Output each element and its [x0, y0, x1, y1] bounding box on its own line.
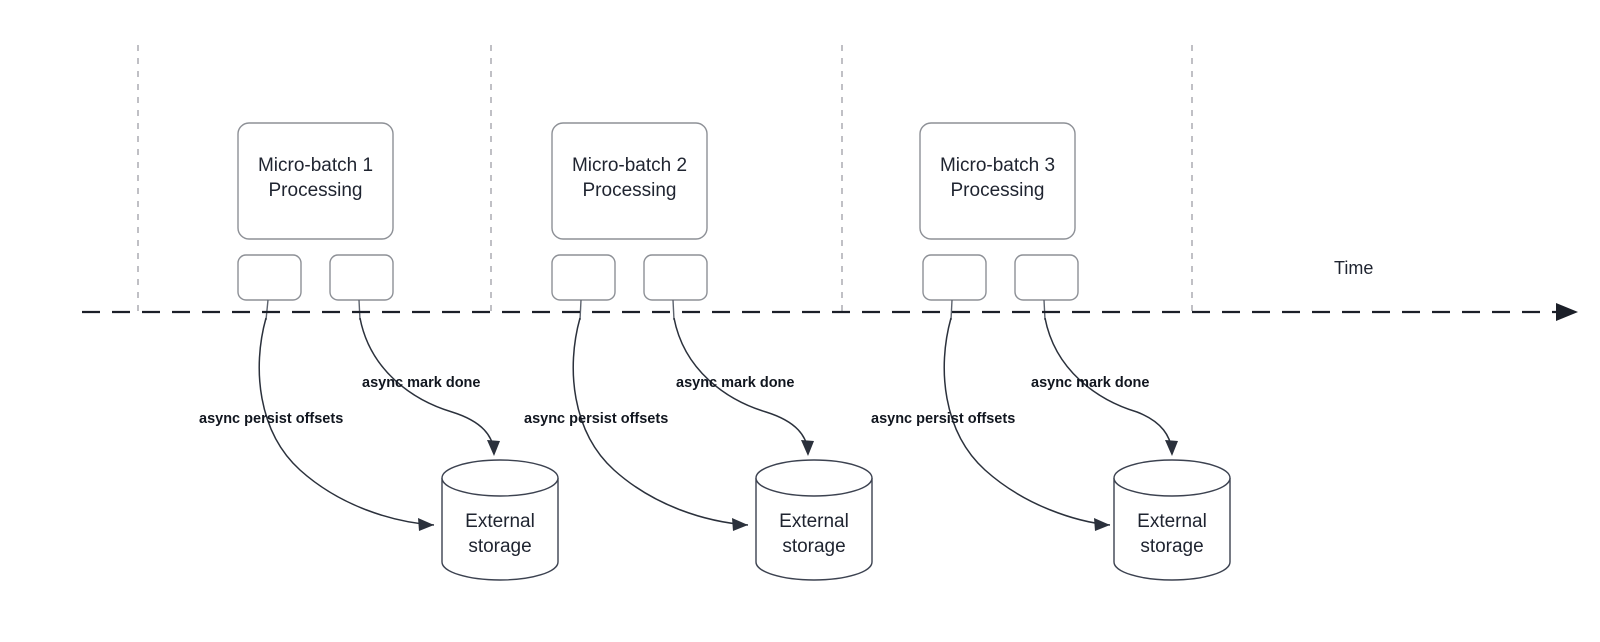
micro-batch-2-markdone-task-box[interactable]	[643, 254, 708, 301]
micro-batch-2-persist-arrow	[572, 317, 749, 526]
micro-batch-1-markdone-arrowhead	[487, 440, 500, 456]
micro-batch-2-markdone-arrowhead	[801, 440, 814, 456]
micro-batch-3-process-label-line1: Micro-batch 3	[940, 155, 1055, 176]
timeline-axis: Time	[82, 258, 1578, 321]
micro-batch-1-markdone-label: async mark done	[362, 375, 480, 391]
external-storage-2-label-line1: External	[779, 511, 849, 532]
micro-batch-2-process-label-line1: Micro-batch 2	[572, 155, 687, 176]
micro-batch-2-persist-arrowhead	[732, 518, 748, 531]
micro-batch-2-markdone-arrow	[673, 317, 809, 451]
external-storage-2-top[interactable]	[755, 459, 873, 497]
timeline-arrowhead	[1556, 303, 1578, 321]
micro-batch-1-markdone-arrow	[359, 317, 495, 451]
micro-batch-3-process-box[interactable]	[919, 122, 1076, 240]
micro-batch-1-markdone-stem	[358, 299, 361, 321]
micro-batch-1-persist-label: async persist offsets	[199, 411, 343, 427]
micro-batch-1-persist-stem	[265, 299, 269, 321]
micro-batch-2-persist-label: async persist offsets	[524, 411, 668, 427]
boundary-lines-group	[137, 45, 1193, 314]
micro-batch-2-persist-task-box[interactable]	[551, 254, 616, 301]
external-storage-1-body[interactable]	[441, 478, 559, 581]
micro-batch-3-persist-stem	[950, 299, 953, 321]
micro-batch-1-persist-task-box[interactable]	[237, 254, 302, 301]
micro-batch-1-process-box[interactable]	[237, 122, 394, 240]
micro-batch-3-persist-task-box[interactable]	[922, 254, 987, 301]
group-3: Micro-batch 3 Processing async persist o…	[871, 122, 1231, 581]
time-axis-label: Time	[1334, 258, 1373, 278]
micro-batch-3-markdone-arrow	[1044, 317, 1173, 451]
external-storage-3-body[interactable]	[1113, 478, 1231, 581]
micro-batch-3-persist-label: async persist offsets	[871, 411, 1015, 427]
micro-batch-3-process-label-line2: Processing	[951, 180, 1045, 201]
group-2: Micro-batch 2 Processing async persist o…	[524, 122, 873, 581]
external-storage-2-body[interactable]	[755, 478, 873, 581]
external-storage-2-label-line2: storage	[782, 536, 845, 557]
micro-batch-2-markdone-label: async mark done	[676, 375, 794, 391]
micro-batch-1-markdone-task-box[interactable]	[329, 254, 394, 301]
micro-batch-1-persist-arrowhead	[418, 518, 434, 531]
micro-batch-3-markdone-task-box[interactable]	[1014, 254, 1079, 301]
external-storage-3-top[interactable]	[1113, 459, 1231, 497]
micro-batch-3-persist-arrow	[943, 317, 1111, 526]
micro-batch-2-process-box[interactable]	[551, 122, 708, 240]
micro-batch-3-markdone-arrowhead	[1165, 440, 1178, 456]
micro-batch-1-process-label-line1: Micro-batch 1	[258, 155, 373, 176]
external-storage-1-top[interactable]	[441, 459, 559, 497]
micro-batch-1-persist-arrow	[258, 317, 435, 526]
micro-batch-3-markdone-stem	[1043, 299, 1046, 321]
group-1: Micro-batch 1 Processing async persist o…	[199, 122, 559, 581]
micro-batch-1-process-label-line2: Processing	[269, 180, 363, 201]
external-storage-1-label-line2: storage	[468, 536, 531, 557]
external-storage-1-label-line1: External	[465, 511, 535, 532]
micro-batch-3-markdone-label: async mark done	[1031, 375, 1149, 391]
external-storage-3-label-line1: External	[1137, 511, 1207, 532]
micro-batch-3-persist-arrowhead	[1094, 518, 1110, 531]
micro-batch-2-persist-stem	[579, 299, 582, 321]
micro-batch-2-process-label-line2: Processing	[583, 180, 677, 201]
micro-batch-2-markdone-stem	[672, 299, 675, 321]
external-storage-3-label-line2: storage	[1140, 536, 1203, 557]
